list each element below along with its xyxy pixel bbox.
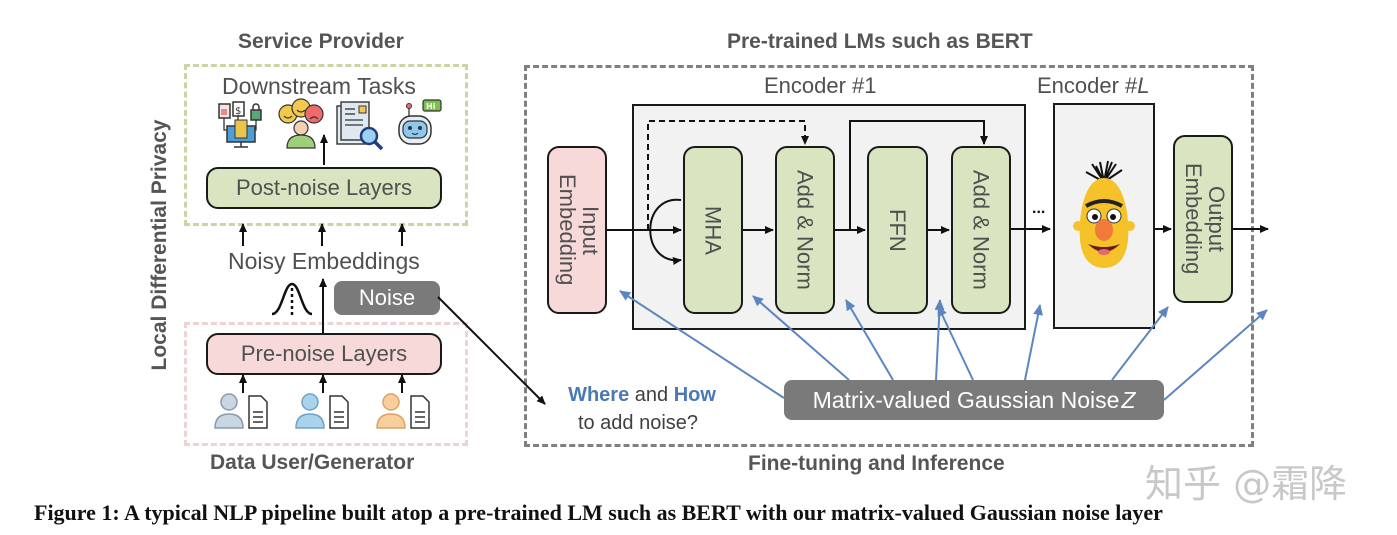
encoder-1-label: Encoder #1 <box>764 73 877 98</box>
where-how-question: Where and How to add noise? <box>568 384 716 434</box>
svg-text:$: $ <box>235 106 241 117</box>
noise-injection-arrow <box>752 295 850 381</box>
input-embedding-box: Input Embedding <box>547 146 607 314</box>
service-provider-title: Service Provider <box>238 30 404 53</box>
sentiment-icon <box>275 98 327 150</box>
chatbot-icon: Hi <box>393 98 445 150</box>
data-user-region <box>184 322 468 446</box>
encoder-l-label: Encoder #L <box>1037 73 1150 98</box>
service-provider-region <box>184 64 468 226</box>
arrow <box>849 120 988 230</box>
finetuning-title: Fine-tuning and Inference <box>748 452 1005 475</box>
gaussian-curve-icon <box>270 280 314 318</box>
downstream-tasks-label: Downstream Tasks <box>222 73 416 99</box>
finance-icon: $ <box>215 100 271 150</box>
pretrained-lm-title: Pre-trained LMs such as BERT <box>727 30 1033 53</box>
data-user-title: Data User/Generator <box>210 451 415 474</box>
noise-injection-arrow <box>1163 309 1268 401</box>
noise-injection-arrow <box>1111 306 1169 381</box>
ellipsis: ... <box>1032 200 1046 217</box>
noise-injection-arrow <box>619 290 785 399</box>
arrow <box>649 198 682 265</box>
noise-box: Noise <box>334 281 440 315</box>
output-embedding-box: Output Embedding <box>1173 135 1233 303</box>
pretrained-lm-region <box>524 65 1254 447</box>
figure-caption: Figure 1: A typical NLP pipeline built a… <box>34 500 1163 525</box>
noise-injection-arrow <box>934 299 945 381</box>
arrow <box>437 296 546 405</box>
arrow <box>647 120 809 230</box>
user-icon <box>294 392 352 430</box>
ffn-box: FFN <box>867 146 928 314</box>
mha-box: MHA <box>683 146 743 314</box>
user-icon <box>375 392 433 430</box>
noise-injection-arrow <box>845 299 894 381</box>
svg-text:Hi: Hi <box>426 102 436 111</box>
noise-injection-arrow <box>1024 304 1043 381</box>
user-icon <box>213 392 271 430</box>
add-norm-box-1: Add & Norm <box>775 146 835 314</box>
bert-character-icon <box>1072 160 1136 272</box>
watermark: 知乎 @霜降 <box>1145 462 1348 506</box>
document-search-icon <box>333 100 385 152</box>
noisy-embeddings-label: Noisy Embeddings <box>228 248 420 274</box>
add-norm-box-2: Add & Norm <box>951 146 1011 314</box>
post-noise-layers-box: Post-noise Layers <box>206 167 442 209</box>
noise-injection-arrow <box>937 305 974 381</box>
gaussian-noise-box: Matrix-valued Gaussian Noise Z <box>784 380 1164 420</box>
